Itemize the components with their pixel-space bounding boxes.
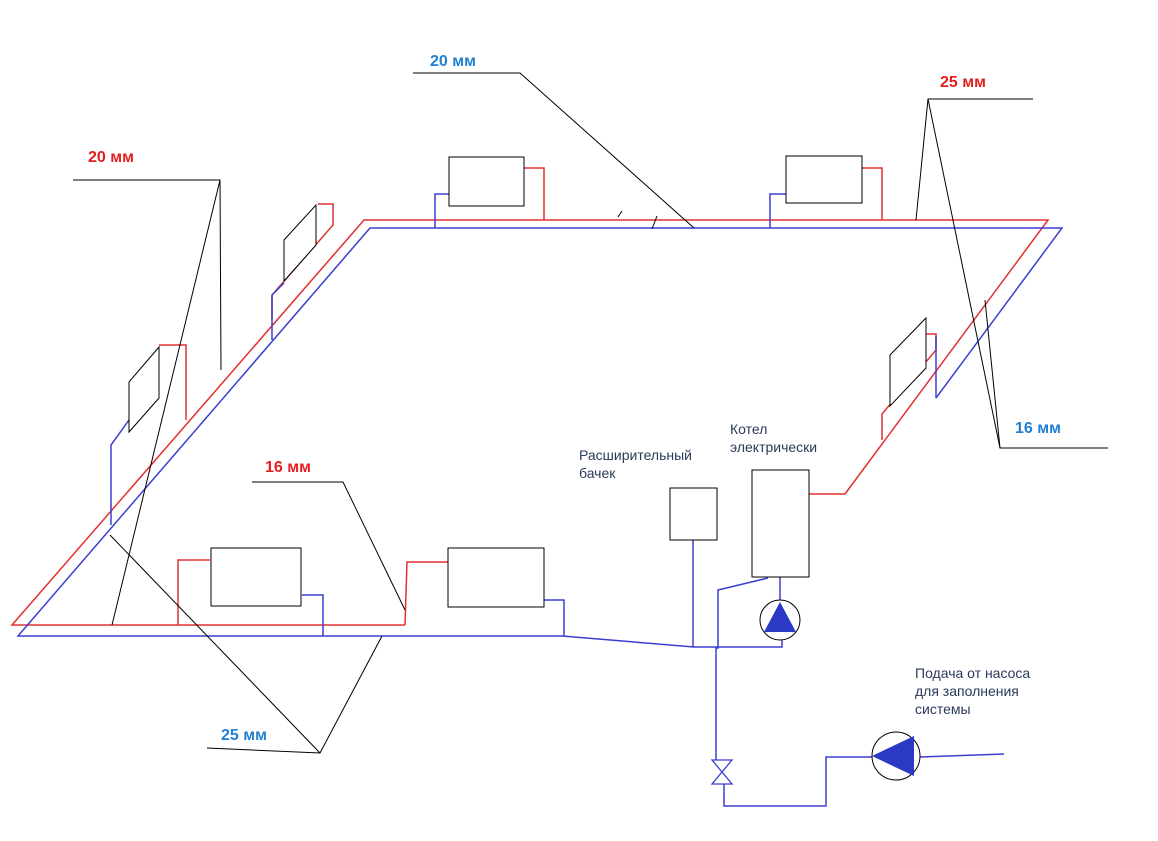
radiator-left-upper bbox=[283, 203, 317, 283]
label-left-20mm: 20 мм bbox=[88, 149, 134, 166]
radiator-left-lower bbox=[128, 345, 160, 434]
label-bottom-25mm: 25 мм bbox=[221, 727, 267, 744]
fill-line-lower bbox=[723, 756, 872, 807]
supply-main-loop bbox=[10, 219, 1050, 626]
return-top-left-radiator bbox=[434, 193, 449, 228]
leader-top-right-25-b bbox=[927, 98, 1001, 449]
label-fill-pump: Подача от насоса для заполнения системы bbox=[915, 665, 1031, 717]
tick-top-2 bbox=[651, 215, 658, 230]
label-electric-boiler: Котел электрически bbox=[730, 421, 818, 455]
leader-lines bbox=[73, 72, 1108, 754]
radiator-top-right bbox=[785, 155, 863, 204]
fill-line bbox=[715, 577, 769, 760]
label-right-16mm: 16 мм bbox=[1015, 420, 1061, 437]
return-left-lower-radiator bbox=[110, 419, 130, 525]
radiators bbox=[128, 155, 927, 608]
supply-left-lower-radiator bbox=[159, 344, 187, 420]
supply-bottom-left-radiator bbox=[177, 559, 210, 625]
return-pipe bbox=[16, 193, 1064, 807]
radiator-bottom-mid bbox=[447, 547, 545, 608]
radiator-right bbox=[889, 316, 927, 408]
radiator-bottom-left bbox=[210, 547, 302, 607]
leader-top-right-25 bbox=[915, 98, 1033, 221]
label-expansion-tank: Расширительный бачек bbox=[579, 447, 692, 481]
return-top-right-radiator bbox=[769, 193, 786, 228]
label-top-20mm: 20 мм bbox=[430, 53, 476, 70]
pump-icon bbox=[759, 599, 801, 641]
leader-top-20 bbox=[413, 72, 695, 229]
return-bottom-mid-radiator bbox=[544, 599, 565, 636]
label-top-right-25mm: 25 мм bbox=[940, 74, 986, 91]
tick-top-1 bbox=[617, 210, 623, 218]
return-bottom-left-radiator bbox=[302, 594, 324, 636]
leader-left-20-b bbox=[111, 179, 221, 626]
expansion-tank bbox=[669, 487, 718, 541]
leader-left-20 bbox=[73, 179, 222, 371]
radiator-top-left bbox=[448, 156, 525, 207]
electric-boiler bbox=[751, 469, 810, 578]
return-connection-to-pump bbox=[561, 622, 783, 648]
pump-icon bbox=[871, 731, 921, 781]
leader-bottom-25-b bbox=[109, 534, 321, 754]
fill-pump-inlet bbox=[919, 753, 1005, 758]
supply-top-right-radiator bbox=[862, 167, 883, 220]
valve-icon bbox=[710, 759, 734, 785]
return-main-loop bbox=[16, 227, 1064, 637]
supply-bottom-mid-radiator bbox=[404, 561, 448, 626]
leader-right-16 bbox=[984, 299, 1108, 449]
supply-top-left-radiator bbox=[524, 167, 545, 220]
leader-bottom-16 bbox=[252, 481, 406, 611]
return-left-upper-radiator bbox=[271, 282, 285, 340]
label-bottom-16mm: 16 мм bbox=[265, 459, 311, 476]
